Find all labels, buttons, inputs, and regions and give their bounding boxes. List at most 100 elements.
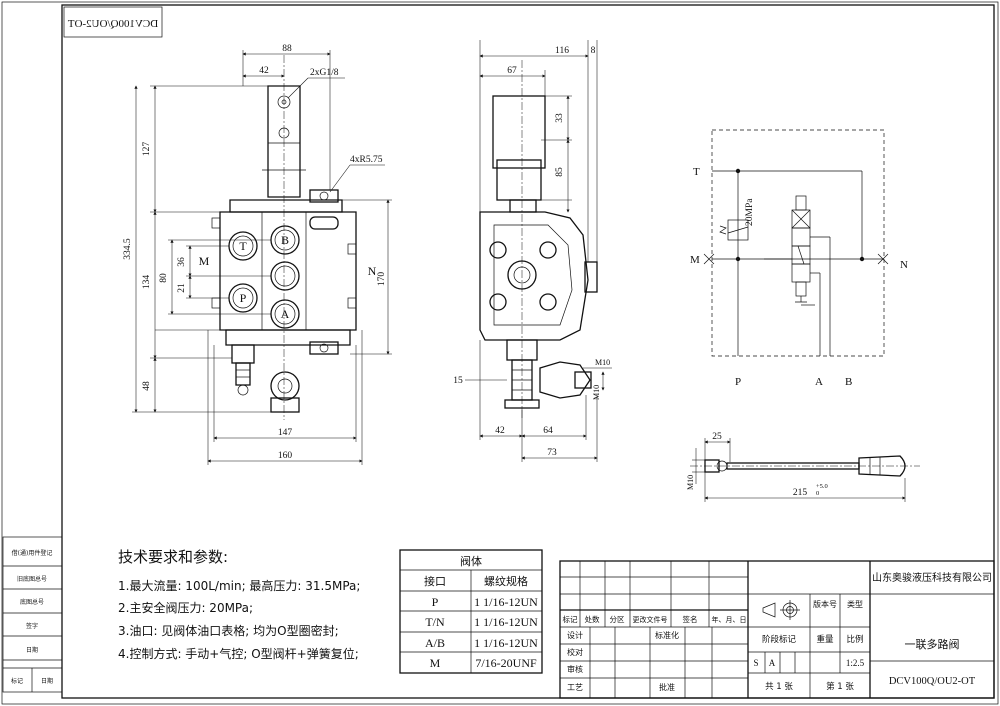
tech-requirements: 技术要求和参数: 1.最大流量: 100L/min; 最高压力: 31.5MPa… bbox=[118, 548, 360, 661]
tb-weight: 重量 bbox=[816, 634, 834, 645]
schematic-port-a: A bbox=[815, 376, 823, 388]
top-port-t: T bbox=[239, 239, 247, 253]
schematic-relief-pressure: 20MPa bbox=[745, 198, 755, 226]
tb-row-review: 审核 bbox=[567, 664, 583, 674]
tb-company: 山东奥骏液压科技有限公司 bbox=[872, 571, 992, 584]
dim-42-top: 42 bbox=[259, 66, 269, 76]
dim-127: 127 bbox=[142, 142, 152, 157]
tb-hdr-zone: 分区 bbox=[610, 615, 625, 624]
top-port-m: M bbox=[199, 254, 210, 268]
tb-hdr-doc: 更改文件号 bbox=[633, 615, 668, 624]
dim-15: 15 bbox=[453, 376, 463, 386]
mirrored-code-box: DCV100Q/OU2-OT bbox=[63, 6, 163, 38]
dim-88: 88 bbox=[282, 44, 292, 54]
port-table-title: 阀体 bbox=[460, 554, 482, 568]
port-row-2-port: T/N bbox=[425, 615, 445, 629]
port-row-1-thread: 1 1/16-12UN bbox=[474, 595, 538, 609]
schematic-port-m: M bbox=[690, 254, 700, 266]
tb-version: 版本号 bbox=[813, 599, 837, 609]
schematic-port-b: B bbox=[845, 376, 852, 388]
tb-type: 类型 bbox=[847, 599, 863, 609]
tb-stage-s: S bbox=[753, 658, 758, 668]
top-port-n: N bbox=[368, 264, 377, 278]
tb-hdr-count: 处数 bbox=[585, 614, 600, 624]
dim-m10-a: M10 bbox=[595, 358, 610, 367]
port-row-4-thread: 7/16-20UNF bbox=[475, 656, 537, 670]
dim-port-thread: 2xG1/8 bbox=[310, 68, 339, 78]
dim-42-side: 42 bbox=[495, 426, 505, 436]
tb-row-check: 校对 bbox=[567, 647, 583, 657]
top-port-b: B bbox=[281, 233, 289, 247]
tb-sheets-total: 共 1 张 bbox=[765, 682, 793, 692]
dim-80: 80 bbox=[159, 273, 169, 283]
tb-scale-value: 1:2.5 bbox=[846, 658, 865, 668]
lever-drawing: 25 215 +5.0 0 M10 bbox=[686, 432, 920, 502]
port-row-2-thread: 1 1/16-12UN bbox=[474, 615, 538, 629]
port-table-h1: 接口 bbox=[424, 575, 446, 588]
lever-dim-tol: +5.0 bbox=[816, 483, 828, 490]
strip-sign: 签字 bbox=[26, 622, 38, 630]
top-port-p: P bbox=[240, 291, 247, 305]
port-row-1-port: P bbox=[432, 595, 439, 609]
left-strip: 借(通)用件登记 旧底图总号 底图总号 签字 日期 标记 日期 bbox=[2, 536, 63, 693]
tb-code: DCV100Q/OU2-OT bbox=[889, 676, 976, 687]
port-table: 阀体 接口 螺纹规格 P 1 1/16-12UN T/N 1 1/16-12UN… bbox=[399, 549, 543, 674]
dim-33: 33 bbox=[555, 113, 565, 123]
dim-334: 334.5 bbox=[123, 238, 133, 260]
port-table-h2: 螺纹规格 bbox=[484, 574, 528, 588]
dim-134: 134 bbox=[142, 275, 152, 290]
schematic-port-n: N bbox=[900, 259, 908, 271]
tb-stage-a: A bbox=[769, 658, 776, 668]
strip-total: 底图总号 bbox=[20, 598, 44, 606]
title-block: 标记 处数 分区 更改文件号 签名 年、月、日 设计 校对 审核 工艺 标准化 … bbox=[559, 560, 995, 699]
strip-mark: 标记 bbox=[11, 677, 23, 685]
strip-borrow: 借(通)用件登记 bbox=[12, 549, 53, 557]
dim-85: 85 bbox=[555, 167, 565, 177]
lever-dim-m10: M10 bbox=[686, 475, 695, 490]
strip-old-total: 旧底图总号 bbox=[17, 575, 47, 583]
dim-160: 160 bbox=[278, 451, 293, 461]
dim-m10-b: M10 bbox=[592, 385, 601, 400]
top-view: T P B A M N 88 42 2xG1/8 4xR5.75 127 334… bbox=[123, 44, 392, 465]
dim-8: 8 bbox=[591, 46, 596, 56]
dim-147: 147 bbox=[278, 428, 293, 438]
dim-64: 64 bbox=[543, 426, 553, 436]
port-row-3-thread: 1 1/16-12UN bbox=[474, 636, 538, 650]
lever-dim-tol2: 0 bbox=[816, 490, 819, 497]
side-view: 116 8 67 33 85 M10 M10 15 42 64 73 bbox=[453, 40, 612, 462]
mirrored-drawing-code: DCV100Q/OU2-OT bbox=[68, 18, 159, 30]
tb-row-design: 设计 bbox=[567, 630, 583, 640]
tb-sheet-no: 第 1 张 bbox=[826, 681, 854, 692]
dim-48: 48 bbox=[142, 381, 152, 391]
tech-item-3: 3.油口: 见阀体油口表格; 均为O型圈密封; bbox=[118, 623, 339, 638]
dim-36: 36 bbox=[177, 257, 187, 267]
dim-mount-holes: 4xR5.75 bbox=[350, 155, 383, 165]
strip-date: 日期 bbox=[26, 646, 38, 654]
tb-row-process: 工艺 bbox=[567, 683, 583, 692]
tech-item-4: 4.控制方式: 手动+气控; O型阀杆+弹簧复位; bbox=[118, 646, 359, 661]
top-port-a: A bbox=[281, 307, 290, 321]
tb-hdr-sign: 签名 bbox=[683, 614, 698, 624]
tech-title: 技术要求和参数: bbox=[118, 548, 228, 566]
tb-standardize: 标准化 bbox=[655, 630, 679, 640]
tb-product: 一联多路阀 bbox=[905, 637, 960, 651]
tech-item-1: 1.最大流量: 100L/min; 最高压力: 31.5MPa; bbox=[118, 578, 360, 593]
schematic-port-p: P bbox=[735, 376, 741, 388]
strip-date2: 日期 bbox=[41, 677, 53, 685]
dim-116: 116 bbox=[555, 46, 569, 56]
dim-67: 67 bbox=[507, 66, 517, 76]
tb-hdr-date: 年、月、日 bbox=[712, 615, 747, 624]
inner-frame bbox=[61, 4, 995, 699]
tech-item-2: 2.主安全阀压力: 20MPa; bbox=[118, 600, 253, 615]
port-row-3-port: A/B bbox=[425, 636, 445, 650]
dim-73: 73 bbox=[547, 448, 557, 458]
tb-scale: 比例 bbox=[846, 634, 863, 645]
schematic-port-t: T bbox=[693, 166, 700, 178]
lever-dim-25: 25 bbox=[712, 432, 722, 442]
tb-approve: 批准 bbox=[659, 682, 675, 692]
port-row-4-port: M bbox=[430, 656, 441, 670]
tb-hdr-mark: 标记 bbox=[563, 614, 578, 624]
lever-dim-215: 215 bbox=[793, 488, 808, 498]
